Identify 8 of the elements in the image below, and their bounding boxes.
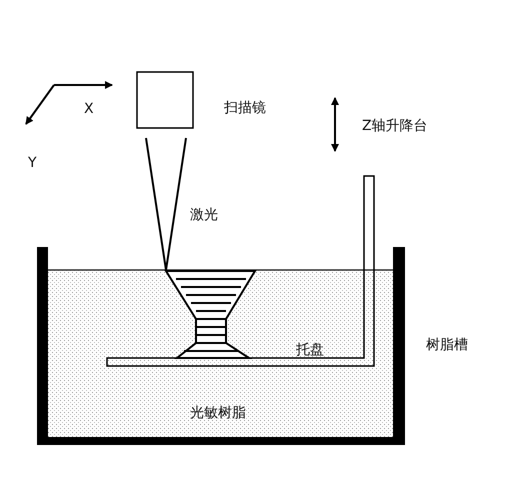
part-label: 托盘: [296, 342, 324, 358]
part-label: 扫描镜: [224, 100, 266, 116]
part-label: Z轴升降台: [362, 118, 428, 134]
part-label: 激光: [190, 207, 218, 223]
part-label: 光敏树脂: [190, 405, 246, 421]
axis-label: Y: [28, 155, 37, 171]
part-label: 树脂槽: [426, 337, 468, 353]
axis-label: X: [84, 101, 94, 117]
